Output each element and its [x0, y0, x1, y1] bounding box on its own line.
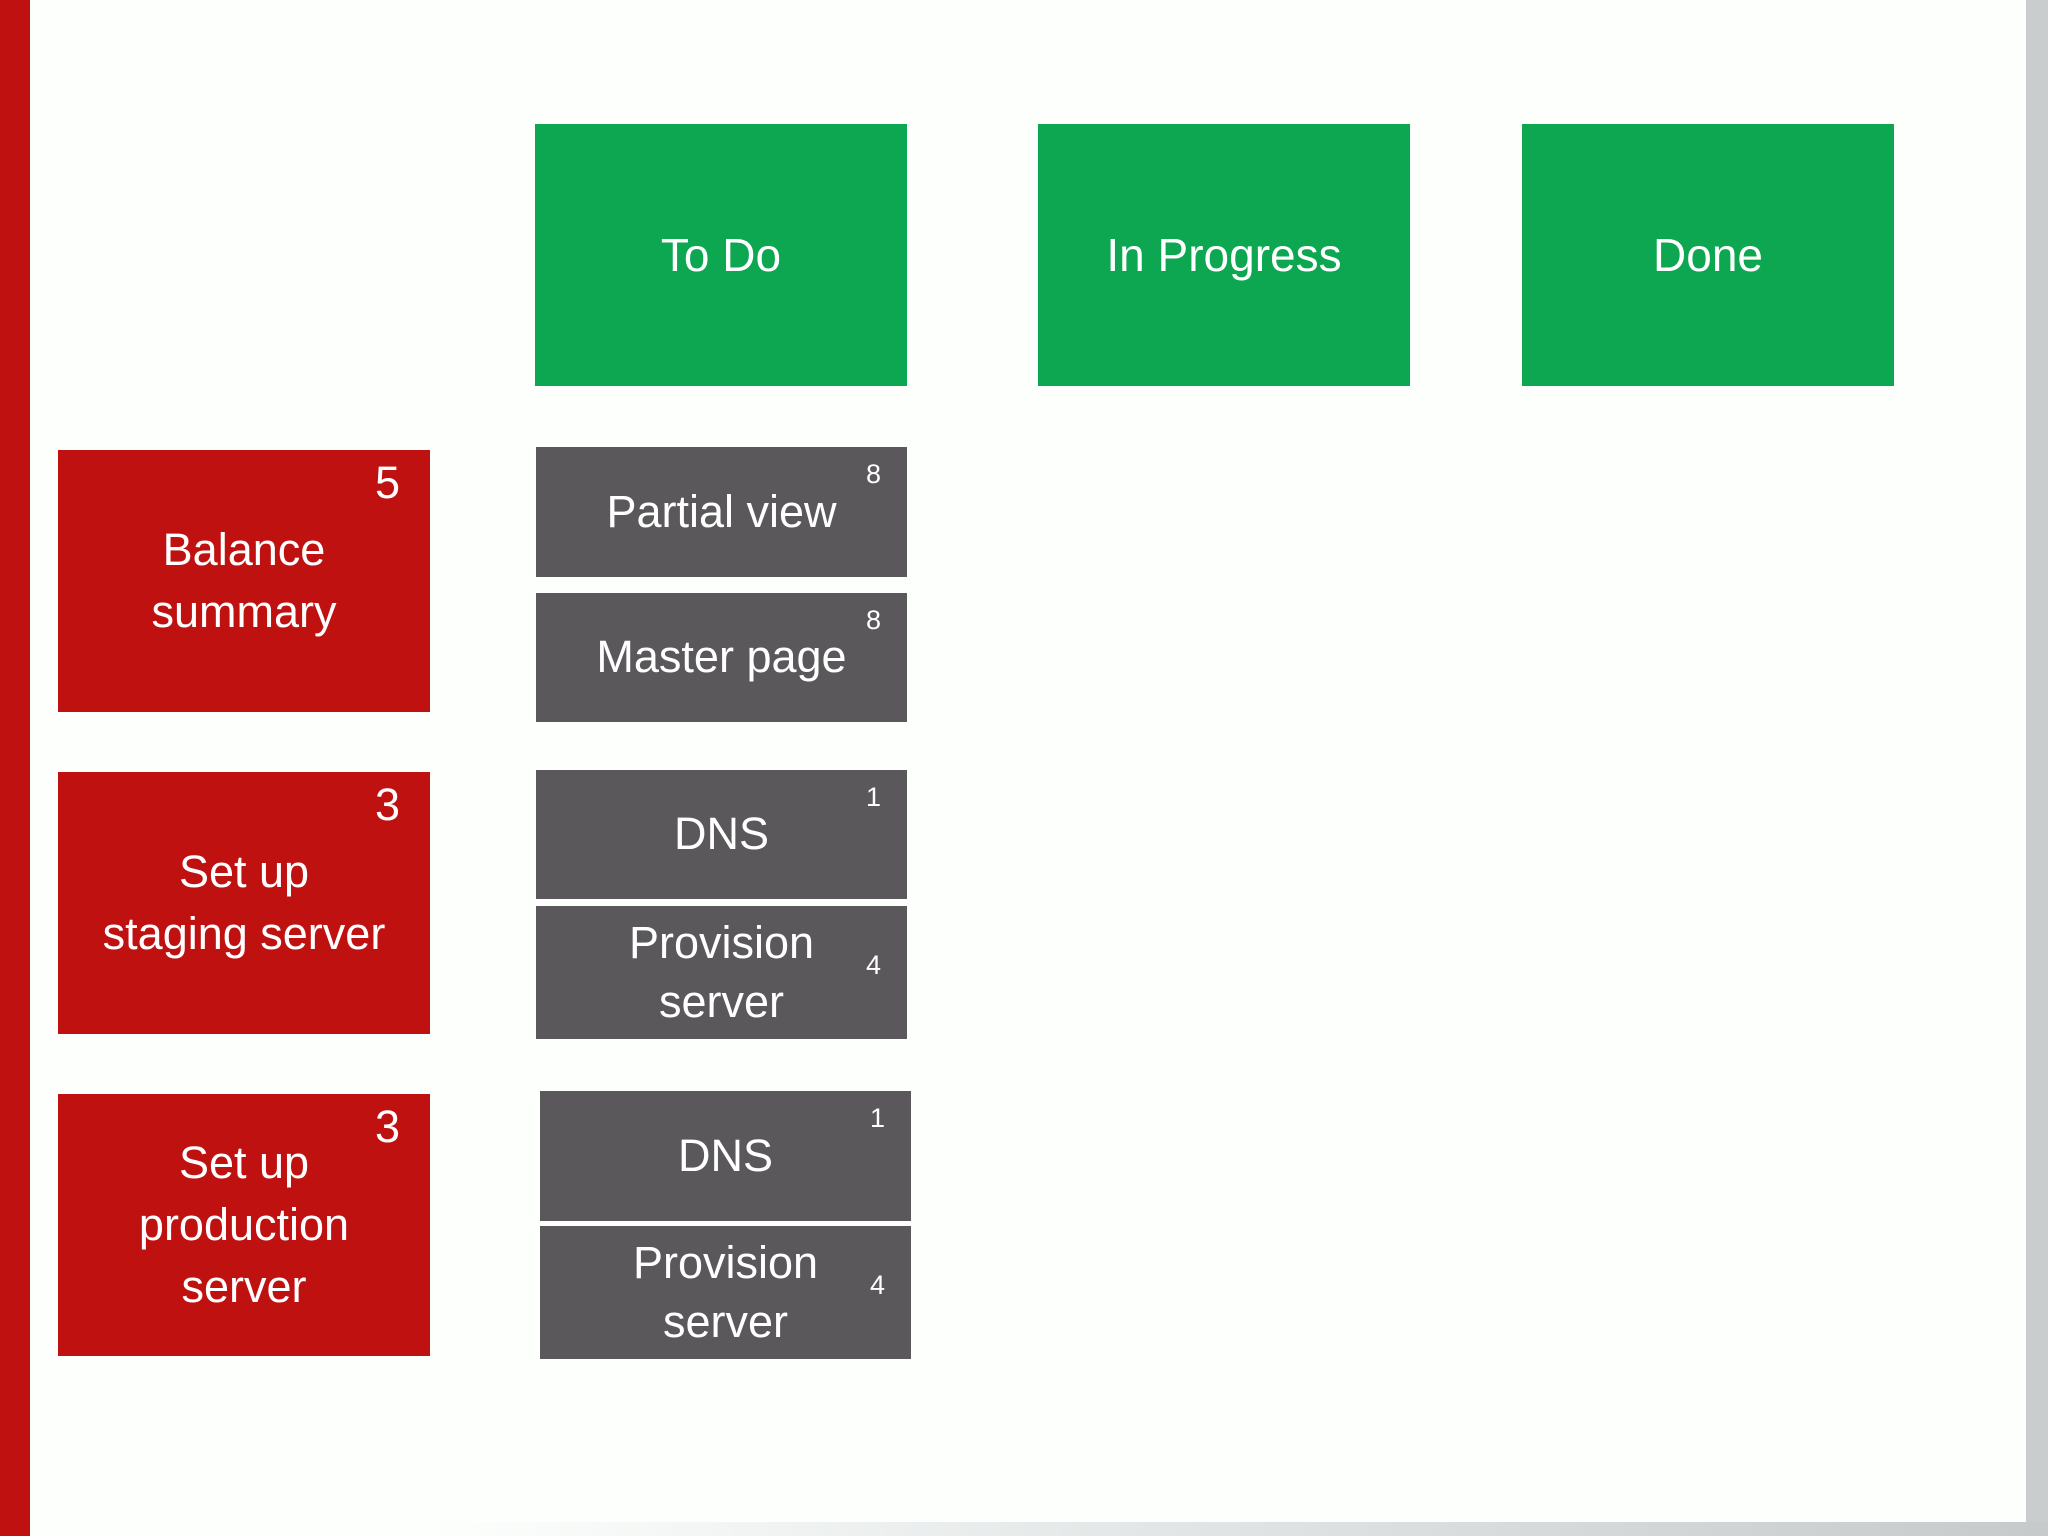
- task-card-provision-server-staging[interactable]: 4 Provision server: [536, 906, 907, 1039]
- task-points-badge: 1: [865, 782, 881, 812]
- story-title: Set up production server: [138, 1136, 350, 1313]
- story-points-badge: 3: [374, 1101, 400, 1152]
- task-points-badge: 4: [869, 1270, 885, 1300]
- column-header-in-progress: In Progress: [1038, 124, 1410, 386]
- story-title: Balance summary: [151, 523, 337, 637]
- task-title: Provision server: [628, 917, 815, 1027]
- left-accent-bar: [0, 0, 30, 1536]
- column-header-done: Done: [1522, 124, 1894, 386]
- story-title: Set up staging server: [102, 845, 386, 959]
- column-label: Done: [1653, 229, 1763, 281]
- column-label: In Progress: [1106, 229, 1342, 281]
- task-points-badge: 1: [869, 1103, 885, 1133]
- story-points-badge: 5: [374, 457, 400, 508]
- story-card-balance-summary[interactable]: 5 Balance summary: [58, 450, 430, 712]
- task-card-dns-staging[interactable]: 1 DNS: [536, 770, 907, 899]
- story-card-staging-server[interactable]: 3 Set up staging server: [58, 772, 430, 1034]
- task-card-master-page[interactable]: 8 Master page: [536, 593, 907, 722]
- task-title: Master page: [596, 631, 847, 683]
- task-title: Provision server: [632, 1237, 819, 1347]
- task-card-dns-production[interactable]: 1 DNS: [540, 1091, 911, 1221]
- column-header-todo: To Do: [535, 124, 907, 386]
- story-points-badge: 3: [374, 779, 400, 830]
- task-title: DNS: [673, 808, 769, 860]
- task-card-provision-server-production[interactable]: 4 Provision server: [540, 1226, 911, 1359]
- task-card-partial-view[interactable]: 8 Partial view: [536, 447, 907, 577]
- page-bottom-edge: [430, 1522, 2048, 1536]
- story-card-production-server[interactable]: 3 Set up production server: [58, 1094, 430, 1356]
- column-label: To Do: [660, 229, 782, 281]
- task-title: DNS: [677, 1129, 773, 1181]
- task-points-badge: 4: [865, 950, 881, 980]
- task-title: Partial view: [606, 485, 837, 537]
- page-right-edge: [2026, 0, 2048, 1536]
- task-points-badge: 8: [865, 459, 881, 489]
- task-points-badge: 8: [865, 605, 881, 635]
